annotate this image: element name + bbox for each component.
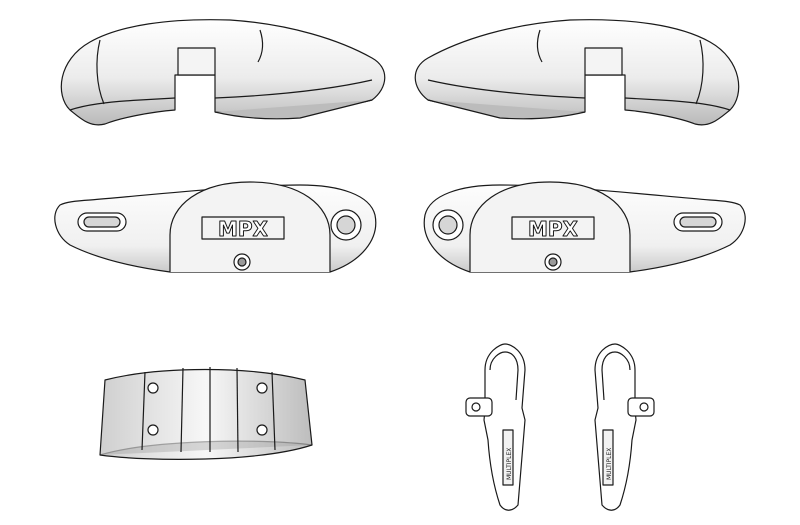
control-horn-left: MULTIPLEX <box>465 343 526 511</box>
horn-marking: MULTIPLEX <box>606 448 613 480</box>
curved-block <box>99 367 313 460</box>
mounting-plate-right: MPX <box>423 181 746 273</box>
control-horn-right: MULTIPLEX <box>594 343 655 511</box>
upper-cover-right <box>414 19 740 126</box>
horn-marking: MULTIPLEX <box>506 448 513 480</box>
mpx-logo: MPX <box>528 217 579 241</box>
upper-cover-left <box>60 19 386 126</box>
mpx-logo: MPX <box>218 217 269 241</box>
mounting-plate-left: MPX <box>54 181 377 273</box>
